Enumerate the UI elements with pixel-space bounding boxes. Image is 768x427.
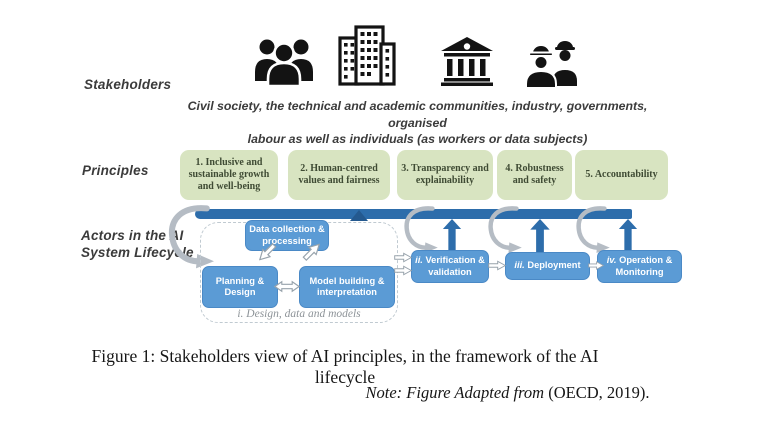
- cycle-arrow-icon: [576, 206, 610, 253]
- operation-box: iv. Operation & Monitoring: [597, 250, 682, 283]
- principle-box-1: 1. Inclusive and sustainable growth and …: [180, 150, 278, 200]
- figure-note-citation: (OECD, 2019).: [544, 383, 650, 402]
- up-arrow-icon: [530, 219, 550, 252]
- stakeholders-description-line1: Civil society, the technical and academi…: [187, 99, 648, 130]
- verification-label: Verification & validation: [422, 255, 485, 277]
- double-arrow-icon: [274, 280, 300, 293]
- deployment-box: iii. Deployment: [505, 252, 590, 280]
- stakeholders-row-label: Stakeholders: [84, 77, 172, 92]
- up-arrow-icon: [442, 219, 462, 250]
- principle-box-5: 5. Accountability: [575, 150, 668, 200]
- cycle-arrow-icon: [404, 206, 438, 253]
- verification-box: ii. Verification & validation: [411, 250, 489, 283]
- verification-prefix: ii.: [415, 255, 423, 265]
- flow-arrow-right-icon: [394, 252, 412, 263]
- up-arrow-icon: [618, 219, 638, 250]
- actors-row-label: Actors in the AI System Lifecycle: [81, 227, 194, 261]
- model-building-box: Model building & interpretation: [299, 266, 395, 308]
- cycle-arrow-icon: [488, 206, 522, 253]
- flow-arrow-up-right-icon: [302, 243, 321, 262]
- flow-arrow-right-icon: [488, 260, 506, 271]
- operation-label: Operation & Monitoring: [615, 255, 673, 277]
- people-group-icon: [255, 39, 313, 86]
- bar-up-triangle-icon: [350, 210, 368, 221]
- principle-box-3: 3. Transparency and explainability: [397, 150, 493, 200]
- industry-buildings-icon: [338, 25, 396, 86]
- figure-note-italic: Note: Figure Adapted from: [365, 383, 545, 402]
- figure-caption: Figure 1: Stakeholders view of AI princi…: [91, 346, 599, 387]
- government-institution-icon: [441, 37, 493, 86]
- flow-arrow-right-icon: [588, 261, 604, 270]
- design-group-label: i. Design, data and models: [237, 308, 361, 320]
- figure-note: Note: Figure Adapted from (OECD, 2019).: [305, 383, 710, 403]
- stakeholders-description: Civil society, the technical and academi…: [175, 98, 660, 148]
- actors-row-label-line1: Actors in the AI: [81, 228, 184, 243]
- deployment-prefix: iii.: [514, 260, 525, 271]
- flow-arrow-right-icon: [394, 265, 412, 276]
- principle-box-4: 4. Robustness and safety: [497, 150, 572, 200]
- planning-design-box: Planning & Design: [202, 266, 278, 308]
- operation-prefix: iv.: [606, 255, 617, 265]
- principle-box-2: 2. Human-centred values and fairness: [288, 150, 390, 200]
- deployment-label: Deployment: [524, 260, 581, 271]
- flow-arrow-down-left-icon: [258, 242, 277, 261]
- workers-icon: [525, 41, 577, 88]
- actors-row-label-line2: System Lifecycle: [81, 245, 194, 260]
- principles-row-label: Principles: [82, 163, 149, 178]
- stakeholders-description-line2: labour as well as individuals (as worker…: [247, 132, 588, 146]
